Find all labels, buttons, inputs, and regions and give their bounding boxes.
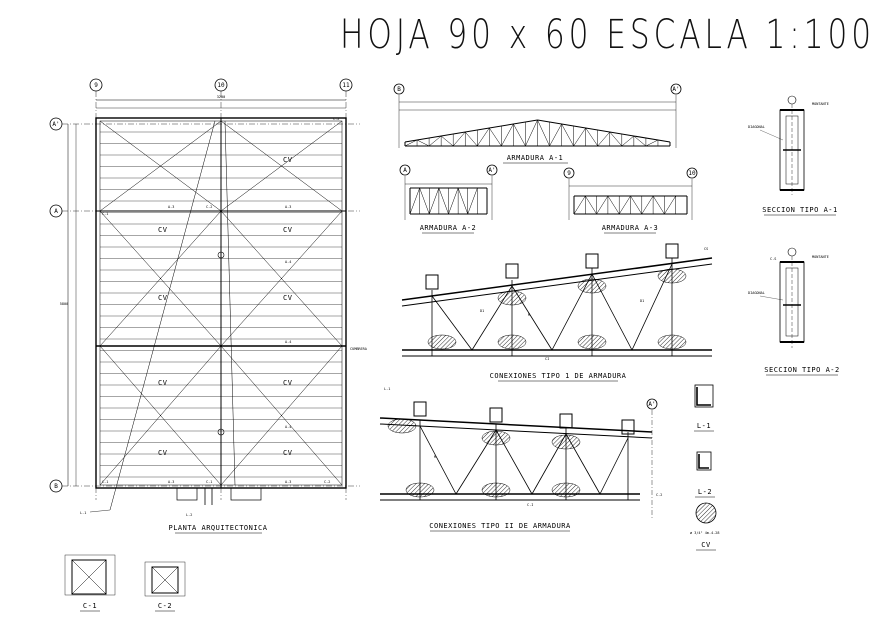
section-a1: DIAGONAL MONTANTE SECCION TIPO A-1 — [748, 95, 837, 216]
plan-label-a4-2: A-4 — [285, 340, 291, 344]
bracing — [99, 120, 343, 511]
conn1-ann-m: M — [528, 313, 530, 317]
plan-dim-left: 5800 — [60, 302, 68, 306]
section-a1-ann-montante: MONTANTE — [812, 102, 829, 106]
plan-title: PLANTA ARQUITECTONICA — [168, 524, 267, 532]
plan-label-a3-1: A-3 — [168, 205, 174, 209]
plan-label-cv-9: CV — [283, 449, 293, 457]
plan-label-a3-2: A-3 — [285, 205, 291, 209]
plan-label-a4-3: A-4 — [285, 425, 291, 429]
plan-label-cv-1: CV — [283, 156, 293, 164]
truss-a3-axis-right: 10 — [688, 170, 696, 177]
conn2-ann-ci: C.I — [527, 503, 533, 507]
plan-label-cv-7: CV — [283, 379, 293, 387]
plan-label-c1-3: C-1 — [206, 480, 212, 484]
col-axis-11: 11 — [342, 82, 350, 89]
plan-view: 9 10 11 A' A B 3200 5800 — [49, 78, 368, 534]
plan-label-c1-1: C-1 — [102, 212, 108, 216]
plan-label-cv-6: CV — [158, 379, 168, 387]
plan-label-l2: L-2 — [186, 513, 192, 517]
plan-label-cv-5: CV — [283, 294, 293, 302]
plan-label-a3-3: A-3 — [168, 480, 174, 484]
truss-a2: A A' ARMADURA A-2 — [399, 164, 498, 234]
section-a2-ann-diagonal: DIAGONAL — [748, 291, 765, 295]
connection-type-2-title: CONEXIONES TIPO II DE ARMADURA — [429, 522, 571, 530]
truss-a3-axis-left: 9 — [567, 170, 571, 177]
section-a2-title: SECCION TIPO A-2 — [764, 366, 839, 374]
plan-label-c2-1: C-2 — [206, 205, 212, 209]
truss-a3: 9 10 ARMADURA A-3 — [563, 167, 698, 234]
plan-label-cv-8: CV — [158, 449, 168, 457]
plan-label-c2-3: C-2 — [324, 480, 330, 484]
sheet-title: HOJA 90 x 60 ESCALA 1:100 — [340, 12, 870, 58]
plan-label-c2-2: C-2 — [333, 117, 339, 121]
conn1-ann-cs: CS — [704, 247, 708, 251]
conn1-ann-d1: D1 — [480, 309, 484, 313]
truss-a2-title: ARMADURA A-2 — [420, 224, 477, 232]
truss-a3-title: ARMADURA A-3 — [602, 224, 659, 232]
detail-l2-title: L-2 — [698, 488, 712, 496]
plan-label-cumbrera: CUMBRERA — [350, 347, 368, 351]
detail-cv-title: CV — [701, 541, 711, 549]
plan-label-c1-2: C-1 — [102, 480, 108, 484]
detail-cv-note: ø 3/4" 4m-4-28 — [690, 531, 720, 535]
plan-label-cv-4: CV — [158, 294, 168, 302]
truss-a1-axis-right: A' — [672, 86, 679, 93]
detail-c2: C-2 — [144, 561, 186, 612]
plan-label-cv-2: CV — [158, 226, 168, 234]
conn2-axis-a-prime: A' — [648, 401, 655, 408]
col-axis-9: 9 — [94, 82, 98, 89]
row-axis-b: B — [54, 483, 58, 490]
connection-type-1-title: CONEXIONES TIPO 1 DE ARMADURA — [490, 372, 627, 380]
detail-l2: L-2 — [695, 451, 715, 498]
detail-l1: L-1 — [694, 384, 714, 432]
plan-label-a4-1: A-4 — [285, 260, 291, 264]
section-a1-ann-diagonal: DIAGONAL — [748, 125, 765, 129]
plan-label-l1: L-1 — [80, 511, 86, 515]
plan-label-a3-4: A-3 — [285, 480, 291, 484]
conn2-ann-c2: C-2 — [656, 493, 662, 497]
row-axis-a: A — [54, 208, 58, 215]
section-a1-title: SECCION TIPO A-1 — [762, 206, 837, 214]
truss-a1-axis-left: B — [397, 86, 401, 93]
plan-label-cv-3: CV — [283, 226, 293, 234]
conn2-ann-l1: L-1 — [384, 387, 390, 391]
col-axis-10: 10 — [217, 82, 225, 89]
conn2-ann-m: M — [434, 455, 436, 459]
connection-type-1: D1 D1 M CI CS CONEXIONES TIPO 1 DE ARMAD… — [401, 243, 713, 382]
truss-a2-axis-left: A — [403, 167, 407, 174]
truss-a1: B A' ARMADURA A-1 — [393, 83, 682, 164]
detail-cv: ø 3/4" 4m-4-28 CV — [690, 502, 720, 551]
purlin-lines — [100, 131, 342, 478]
detail-c1-title: C-1 — [83, 602, 97, 610]
conn1-ann-ci: CI — [545, 357, 549, 361]
detail-c2-title: C-2 — [158, 602, 172, 610]
connection-type-2: A' L-1 M C.I C-2 CONEXIONES TIPO II DE A… — [379, 387, 662, 532]
truss-a2-axis-right: A' — [488, 167, 495, 174]
detail-c1: C-1 — [64, 554, 116, 612]
plan-dim-top: 3200 — [217, 95, 225, 99]
section-a2: C.S DIAGONAL MONTANTE SECCION TIPO A-2 — [748, 247, 839, 376]
conn1-ann-d1-2: D1 — [640, 299, 644, 303]
detail-l1-title: L-1 — [697, 422, 711, 430]
section-a2-ann-cs: C.S — [770, 257, 776, 261]
row-axis-a-prime: A' — [52, 121, 59, 128]
section-a2-ann-montante: MONTANTE — [812, 255, 829, 259]
truss-a1-title: ARMADURA A-1 — [507, 154, 564, 162]
